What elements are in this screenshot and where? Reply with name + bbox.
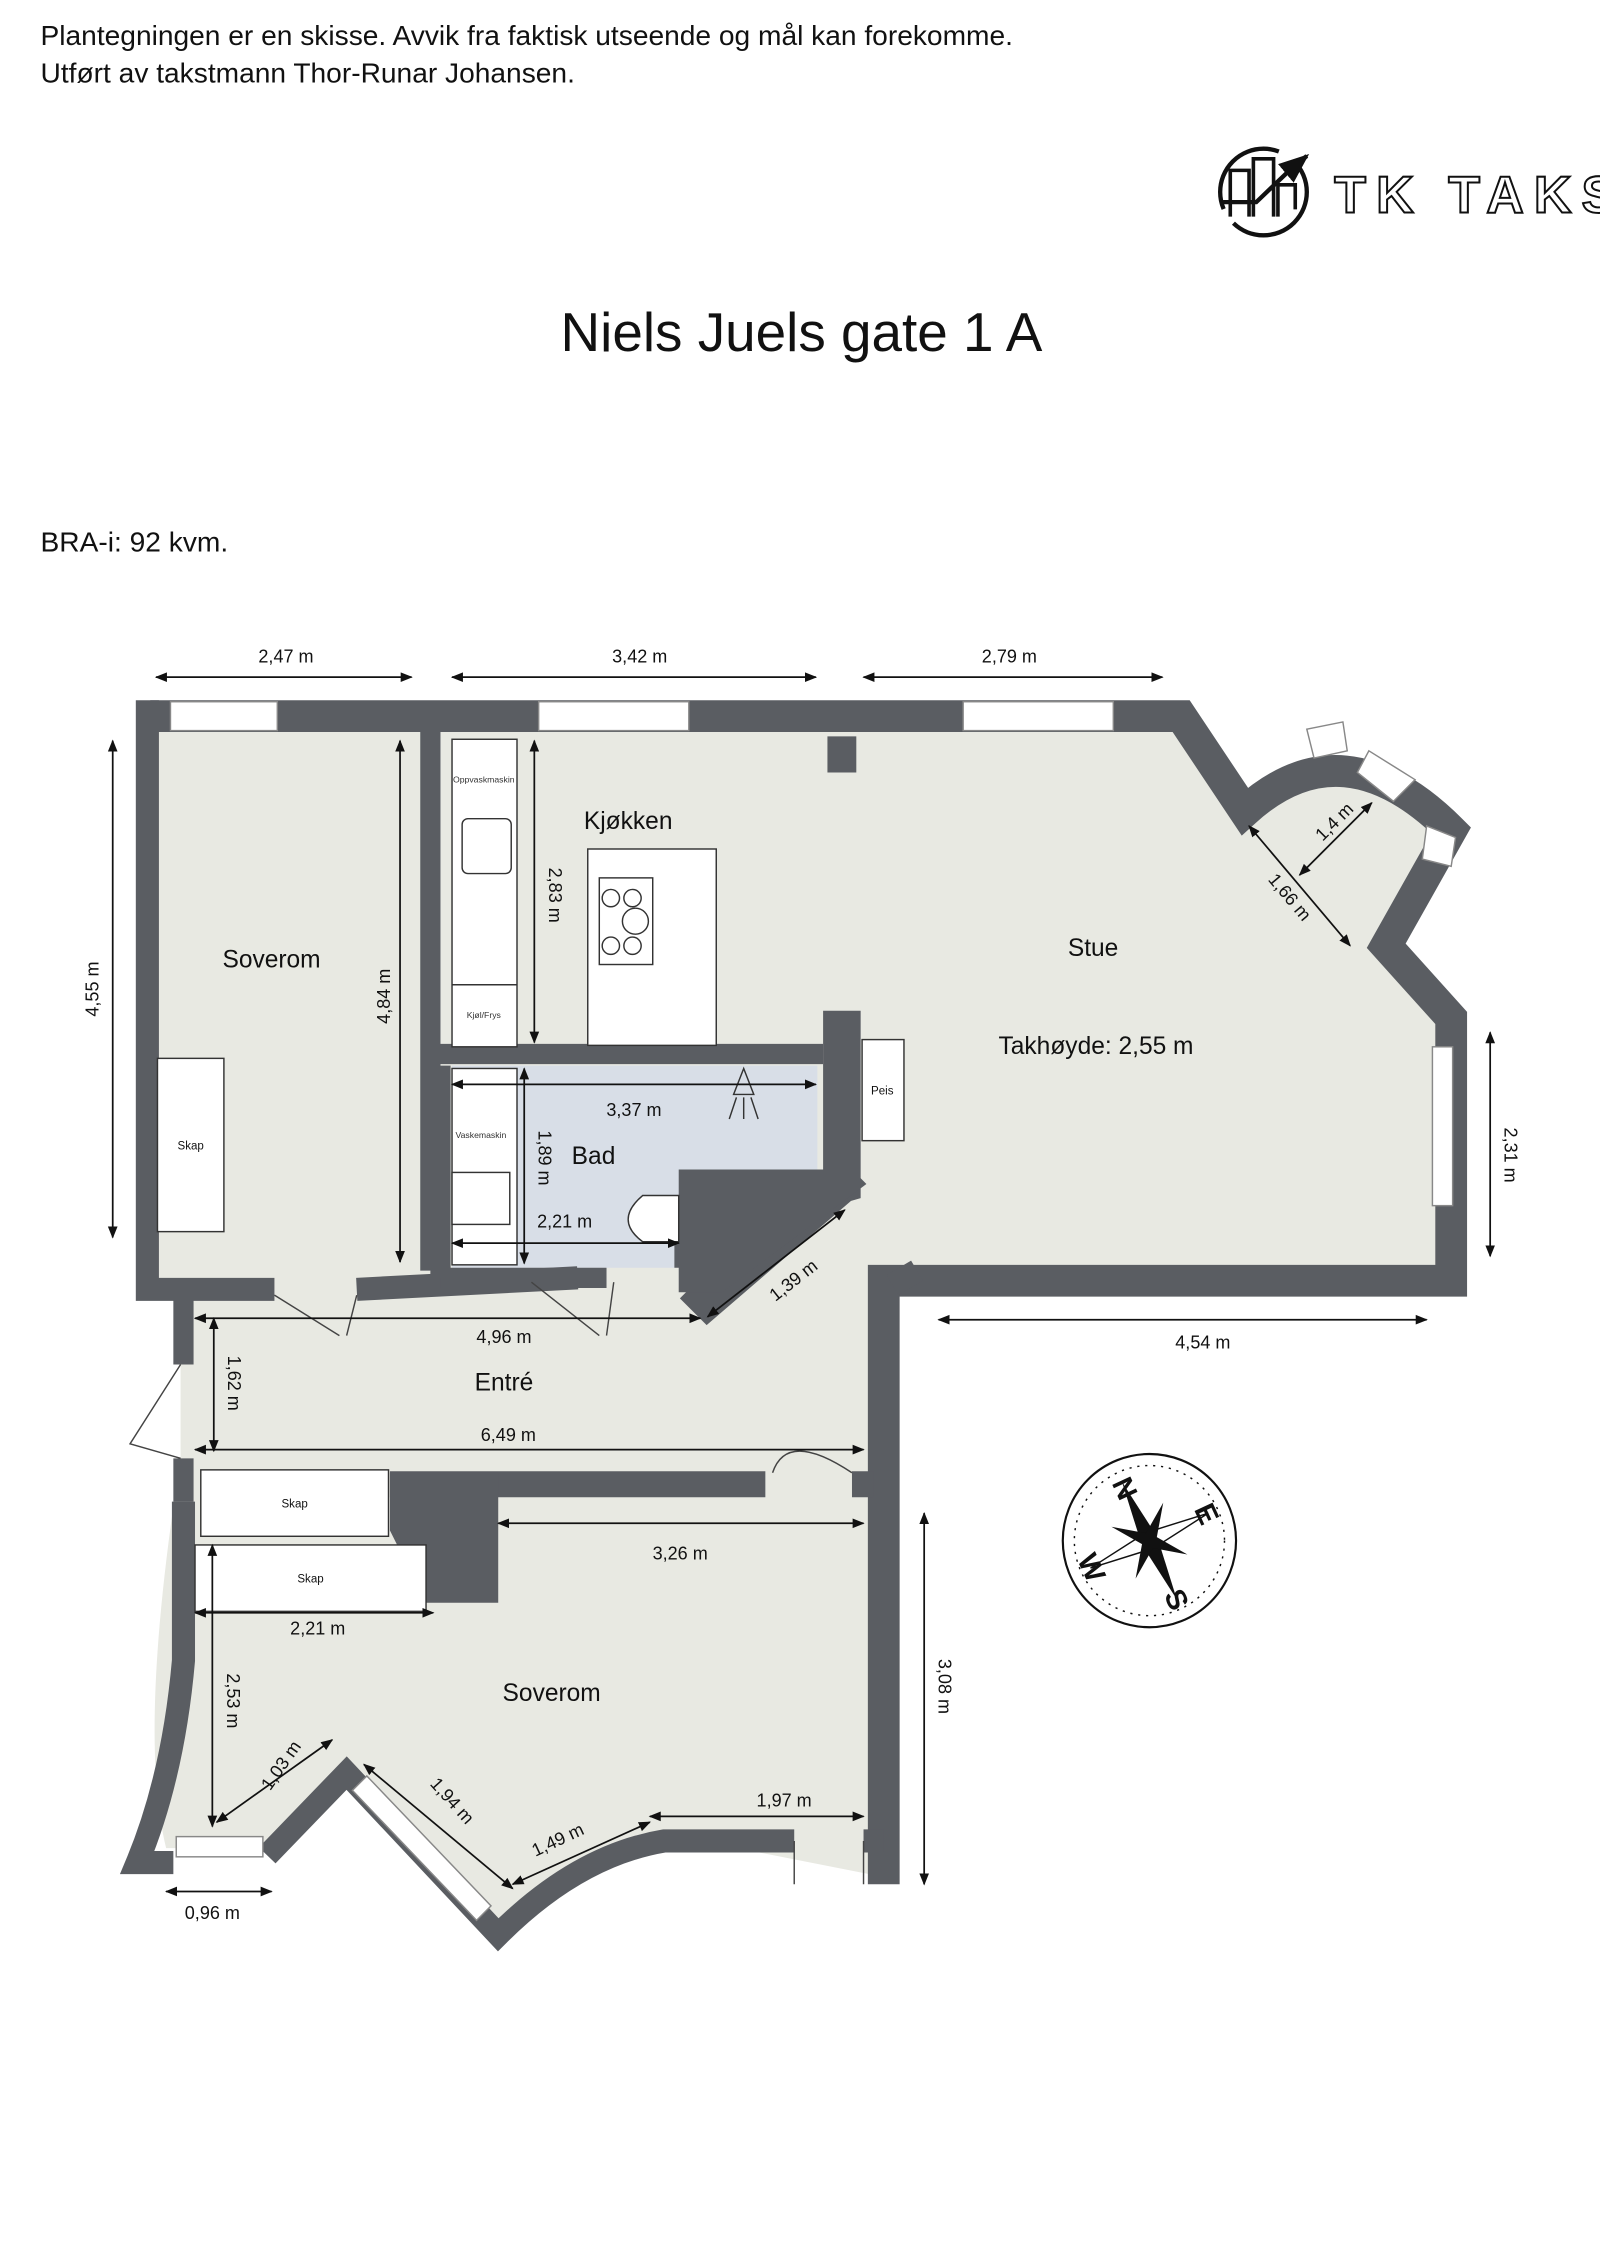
- dim-stue-bottom: 4,54 m: [1175, 1333, 1230, 1353]
- disclaimer-line-2: Utført av takstmann Thor-Runar Johansen.: [41, 57, 575, 88]
- room-entre: Entré: [475, 1369, 534, 1396]
- washbasin-icon: [451, 1171, 511, 1226]
- room-soverom-1: Soverom: [222, 946, 320, 973]
- dim-soverom2-right-height: 3,08 m: [935, 1659, 955, 1714]
- compass-n: N: [1105, 1473, 1143, 1505]
- dim-bad-height: 1,89 m: [535, 1130, 555, 1185]
- compass-w: W: [1071, 1549, 1112, 1588]
- page-title: Niels Juels gate 1 A: [561, 301, 1043, 363]
- room-bad: Bad: [572, 1143, 616, 1170]
- dimension-lines: [107, 672, 1496, 1897]
- dim-bad-width: 3,37 m: [606, 1100, 661, 1120]
- sink-icon: [461, 817, 512, 875]
- furniture: [156, 738, 905, 1613]
- dim-top-kjokken: 3,42 m: [612, 647, 667, 667]
- disclaimer-line-1: Plantegningen er en skisse. Avvik fra fa…: [41, 20, 1013, 51]
- dim-top-stue: 2,79 m: [982, 647, 1037, 667]
- label-skap-3: Skap: [297, 1573, 323, 1585]
- dim-entre-height: 1,62 m: [224, 1356, 244, 1411]
- dim-window-bottom-left: 0,96 m: [185, 1903, 240, 1923]
- dim-entre-bottom: 6,49 m: [481, 1425, 536, 1445]
- dim-soverom2-bottom: 1,97 m: [757, 1790, 812, 1810]
- ceiling-height: Takhøyde: 2,55 m: [999, 1033, 1194, 1060]
- dim-bad-lower-width: 2,21 m: [537, 1211, 592, 1231]
- toilet-icon: [627, 1194, 680, 1243]
- label-vaskemaskin: Vaskemaskin: [455, 1130, 506, 1140]
- dim-soverom2-skap-width: 2,21 m: [290, 1618, 345, 1638]
- floors: [150, 721, 1444, 1935]
- dim-soverom-height: 4,84 m: [374, 969, 394, 1024]
- dim-stue-right-height: 2,31 m: [1501, 1128, 1521, 1183]
- label-peis: Peis: [871, 1085, 894, 1097]
- label-oppvaskmaskin: Oppvaskmaskin: [453, 775, 515, 785]
- shower-icon: [728, 1066, 759, 1120]
- tk-takst-logo: TK TAKST: [1218, 146, 1600, 238]
- room-stue: Stue: [1068, 935, 1118, 962]
- dim-kjokken-height: 2,83 m: [545, 868, 565, 923]
- dim-soverom-outer-height: 4,55 m: [82, 961, 102, 1016]
- dim-soverom2-top: 3,26 m: [653, 1543, 708, 1563]
- logo-text: TK TAKST: [1334, 166, 1600, 224]
- dim-entre-top: 4,96 m: [476, 1327, 531, 1347]
- compass-icon: N E S W: [1061, 1452, 1238, 1629]
- compass-s: S: [1157, 1584, 1194, 1615]
- label-skap-2: Skap: [281, 1498, 307, 1510]
- dim-soverom2-left-height: 2,53 m: [223, 1673, 243, 1728]
- label-skap-1: Skap: [178, 1140, 204, 1152]
- room-kjokken: Kjøkken: [584, 808, 673, 835]
- label-kjolfrys: Kjøl/Frys: [467, 1010, 502, 1020]
- room-soverom-2: Soverom: [503, 1680, 601, 1707]
- compass-e: E: [1187, 1499, 1224, 1530]
- dim-top-soverom: 2,47 m: [258, 647, 313, 667]
- area-label: BRA-i: 92 kvm.: [41, 527, 229, 558]
